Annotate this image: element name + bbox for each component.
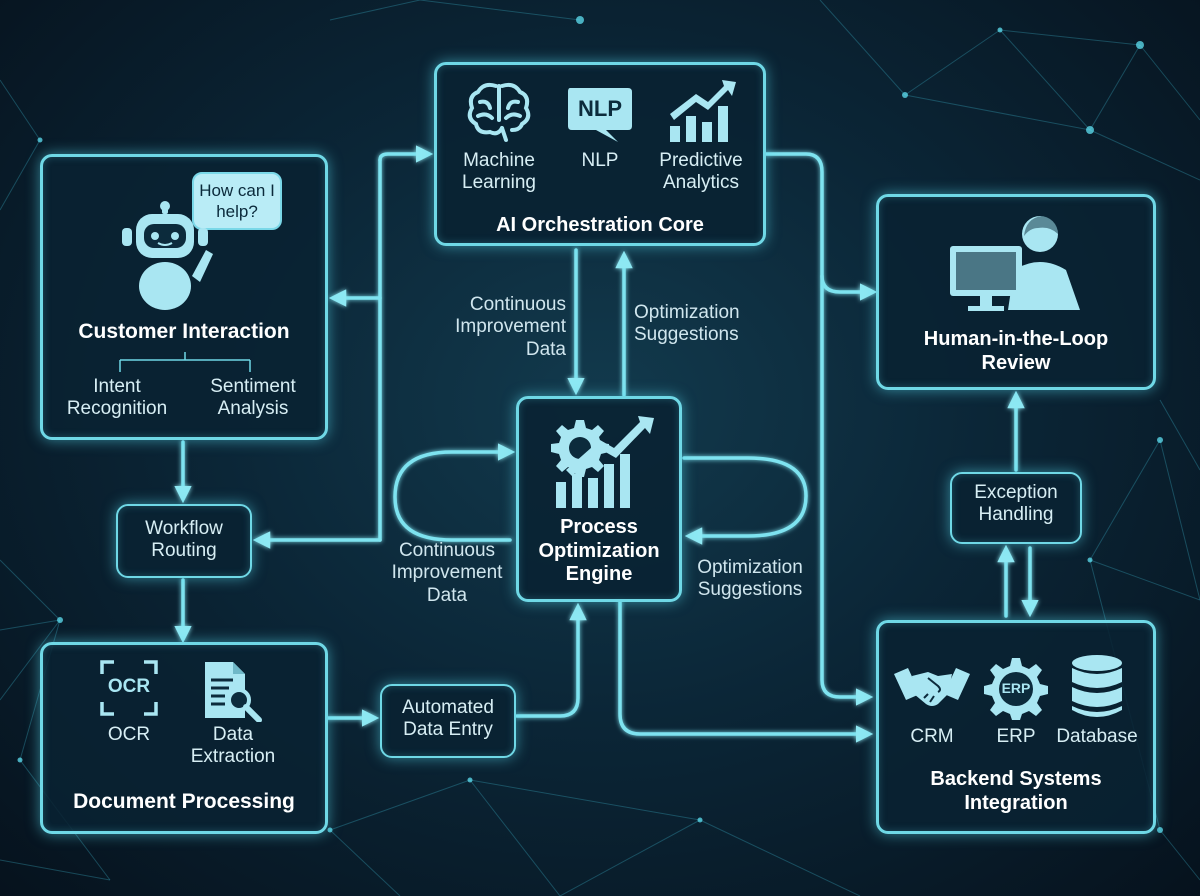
robot-icon: [122, 201, 213, 310]
predictive-analytics-label: Predictive Analytics: [659, 150, 743, 194]
machine-learning-label: Machine Learning: [462, 150, 536, 194]
customer-interaction-title: Customer Interaction: [78, 320, 290, 343]
nlp-label: NLP: [581, 150, 619, 171]
flow-label-optimization-mid: Optimization Suggestions: [697, 557, 803, 601]
gear-growth-icon: [551, 416, 654, 508]
speech-bubble-text: How can I help?: [199, 181, 275, 222]
customer-interaction-branch: [119, 352, 251, 372]
workflow-routing-box: [116, 504, 252, 578]
intent-recognition-label: Intent Recognition: [66, 376, 168, 420]
data-extraction-label: Data Extraction: [190, 724, 276, 768]
arrow-left-loop: [393, 443, 516, 542]
crm-label: CRM: [910, 726, 954, 747]
flow-label-continuous-improvement-top: Continuous Improvement Data: [455, 294, 566, 360]
person-at-computer-icon: [950, 216, 1080, 311]
arrow-bus-to-human-review: [820, 274, 878, 301]
brain-icon: [467, 82, 531, 142]
growth-chart-icon: [670, 80, 736, 142]
database-label: Database: [1056, 726, 1138, 747]
arrow-engine-to-backend: [618, 600, 874, 743]
nlp-speech-icon: NLP: [566, 86, 634, 144]
ai-orchestration-core-title: AI Orchestration Core: [496, 214, 704, 236]
speech-bubble: How can I help?: [192, 172, 282, 230]
connector-right-bus: [764, 152, 874, 706]
workflow-routing-label: Workflow Routing: [145, 518, 223, 562]
ocr-label: OCR: [107, 724, 151, 745]
automated-data-entry-label: Automated Data Entry: [402, 697, 494, 741]
arrow-right-loop: [682, 456, 808, 545]
erp-gear-icon: ERP: [982, 656, 1050, 720]
arrow-data-entry-to-engine: [515, 602, 587, 718]
flow-label-continuous-improvement-mid: Continuous Improvement Data: [391, 540, 503, 606]
database-icon: [1072, 655, 1122, 717]
ocr-badge-text: OCR: [107, 676, 151, 697]
exception-handling-label: Exception Handling: [974, 482, 1058, 526]
backend-systems-title: Backend Systems Integration: [930, 768, 1102, 814]
arrow-bus-to-ai-core: [378, 145, 434, 163]
document-processing-box: [40, 642, 328, 834]
flow-label-optimization-top: Optimization Suggestions: [634, 302, 740, 346]
erp-badge-text: ERP: [1001, 680, 1031, 696]
automated-data-entry-box: [380, 684, 516, 758]
sentiment-analysis-label: Sentiment Analysis: [210, 376, 296, 420]
exception-handling-box: [950, 472, 1082, 544]
document-search-icon: [205, 662, 262, 722]
erp-label: ERP: [996, 726, 1036, 747]
backend-systems-box: [876, 620, 1156, 834]
human-review-title: Human-in-the-Loop Review: [923, 328, 1109, 374]
handshake-icon: [894, 668, 970, 706]
document-processing-title: Document Processing: [73, 790, 295, 813]
ocr-scan-icon: OCR: [100, 660, 158, 716]
process-optimization-engine-title: Process Optimization Engine: [538, 516, 660, 586]
nlp-badge-text: NLP: [578, 96, 622, 121]
